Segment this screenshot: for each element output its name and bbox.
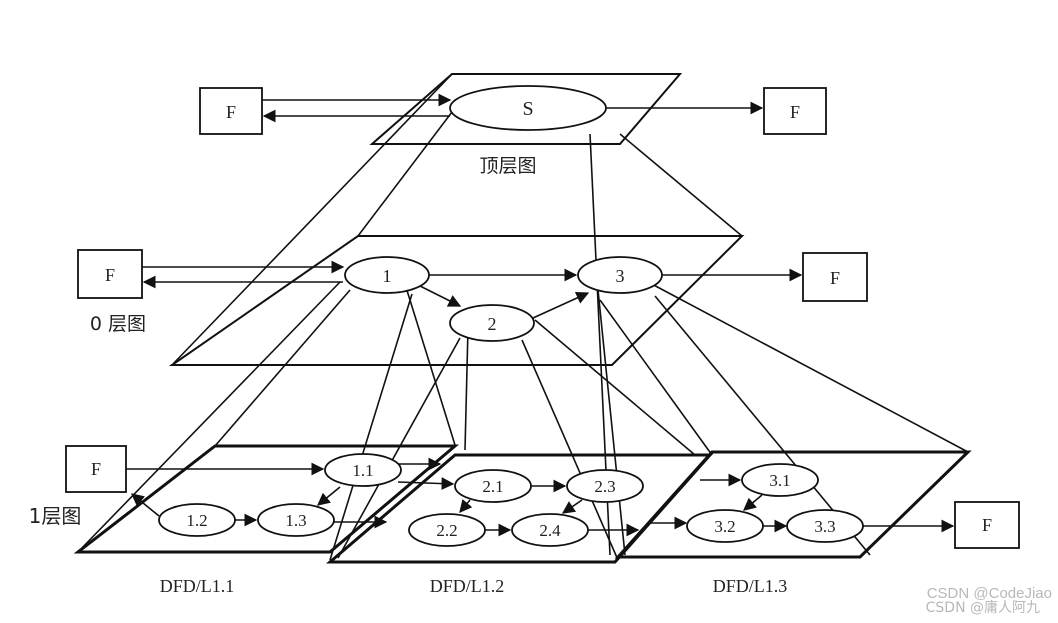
svg-text:S: S — [522, 98, 533, 120]
caption-level-zero: 0 层图 — [90, 313, 146, 335]
watermark-line-1: CSDN @CodeJiao — [927, 585, 1052, 602]
process-2: 2 — [449, 304, 535, 342]
top-flows — [262, 93, 764, 123]
svg-text:2.3: 2.3 — [594, 477, 615, 496]
process-1-3: 1.3 — [257, 503, 335, 537]
svg-text:2.4: 2.4 — [539, 521, 561, 540]
label-dfd-l1-1: DFD/L1.1 — [160, 576, 235, 596]
plane-top — [369, 73, 683, 145]
svg-text:2: 2 — [488, 314, 497, 334]
plane-l12 — [325, 453, 714, 564]
process-1-2: 1.2 — [158, 503, 236, 537]
external-entity-top-left: F — [199, 87, 263, 135]
caption-top-level: 顶层图 — [479, 155, 536, 177]
external-entity-zero-left: F — [77, 249, 143, 299]
plane-l11 — [73, 444, 460, 554]
svg-text:F: F — [226, 102, 236, 122]
process-2-4: 2.4 — [511, 513, 589, 547]
svg-text:1.2: 1.2 — [186, 511, 207, 530]
caption-level-one: 1层图 — [29, 504, 82, 528]
external-entity-zero-right: F — [802, 252, 868, 302]
label-dfd-l1-3: DFD/L1.3 — [713, 576, 788, 596]
label-dfd-l1-2: DFD/L1.2 — [430, 576, 505, 596]
process-s: S — [449, 85, 607, 131]
plane-l13 — [614, 450, 972, 559]
process-1: 1 — [344, 256, 430, 294]
external-entity-one-right: F — [954, 501, 1020, 549]
svg-text:1: 1 — [383, 266, 392, 286]
svg-text:3: 3 — [616, 266, 625, 286]
svg-text:F: F — [105, 265, 115, 285]
one-flows — [126, 457, 955, 537]
process-3-3: 3.3 — [786, 509, 864, 543]
svg-text:1.3: 1.3 — [285, 511, 306, 530]
svg-text:2.2: 2.2 — [436, 521, 457, 540]
svg-text:2.1: 2.1 — [482, 477, 503, 496]
external-entity-top-right: F — [763, 87, 827, 135]
svg-text:F: F — [982, 515, 992, 535]
process-3: 3 — [577, 256, 663, 294]
svg-text:F: F — [830, 268, 840, 288]
svg-text:1.1: 1.1 — [352, 461, 373, 480]
zero-flows — [142, 260, 803, 319]
process-2-3: 2.3 — [566, 469, 644, 503]
watermark-line-2: CSDN @庸人阿九 — [926, 599, 1040, 616]
process-3-1: 3.1 — [741, 463, 819, 497]
svg-text:3.3: 3.3 — [814, 517, 835, 536]
external-entity-one-left: F — [65, 445, 127, 493]
svg-text:3.1: 3.1 — [769, 471, 790, 490]
process-2-2: 2.2 — [408, 513, 486, 547]
process-1-1: 1.1 — [324, 453, 402, 487]
process-2-1: 2.1 — [454, 469, 532, 503]
svg-text:3.2: 3.2 — [714, 517, 735, 536]
svg-text:F: F — [91, 459, 101, 479]
svg-text:F: F — [790, 102, 800, 122]
process-3-2: 3.2 — [686, 509, 764, 543]
plane-zero — [168, 235, 745, 366]
